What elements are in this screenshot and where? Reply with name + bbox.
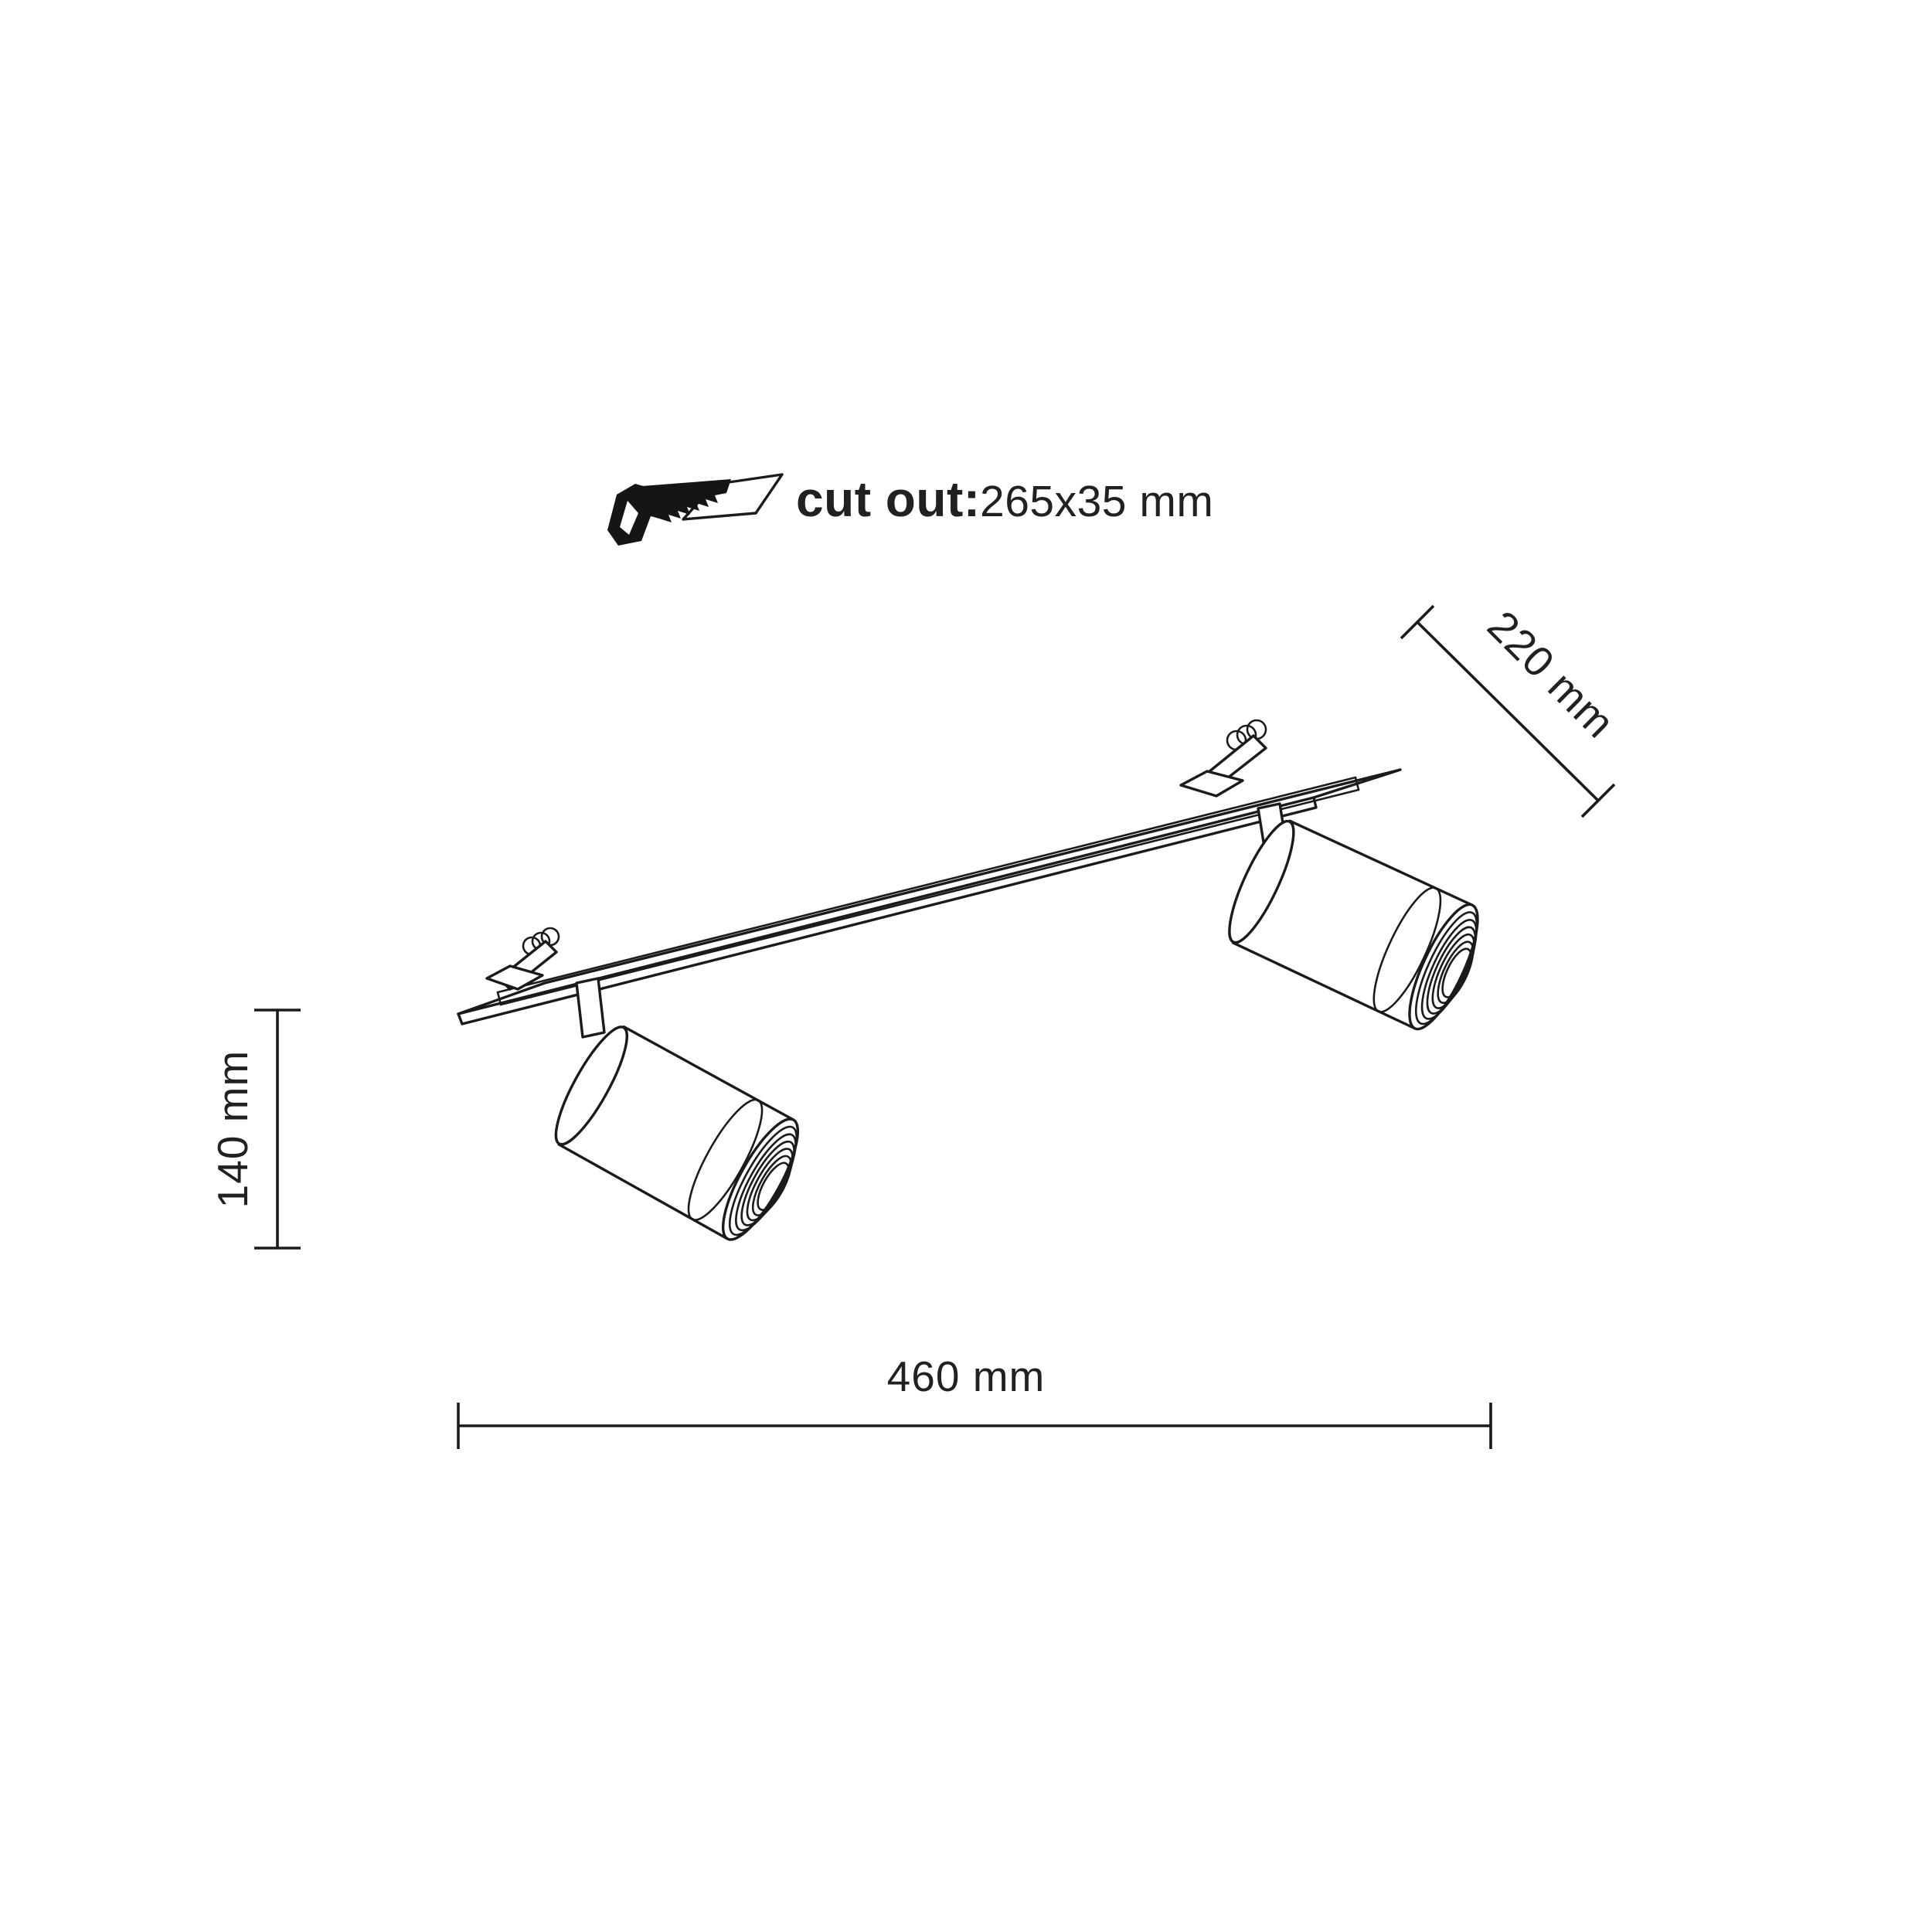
- saw-blade: [632, 479, 731, 522]
- dimension-width: 460 mm: [457, 1352, 1492, 1449]
- front-rib: [1420, 919, 1478, 1020]
- dim-line: [1416, 621, 1600, 802]
- mounting-plate: [457, 768, 1402, 1026]
- front-rib: [1431, 933, 1475, 1009]
- front-rib: [1414, 911, 1478, 1026]
- plate-slot-line-near: [499, 788, 1360, 1006]
- cylinder-body-bottom: [557, 1143, 730, 1240]
- cylinder-body-top: [1288, 819, 1474, 906]
- front-rib: [728, 1125, 798, 1236]
- cut-out-value: 265x35 mm: [980, 477, 1213, 526]
- swivel-post-left: [575, 977, 606, 1039]
- plate-slot-line-far: [496, 776, 1357, 994]
- dim-width-label: 460 mm: [887, 1352, 1046, 1400]
- dimension-height: 140 mm: [209, 1009, 301, 1250]
- dim-height-label: 140 mm: [209, 1050, 257, 1209]
- front-rib: [1441, 947, 1473, 998]
- plate-slot-end-right: [1354, 776, 1360, 791]
- spring-clip-left: [485, 927, 560, 991]
- front-rib: [1437, 940, 1475, 1004]
- dim-tick: [1580, 783, 1616, 818]
- front-rib: [757, 1162, 790, 1211]
- cut-out-label: cut out:: [796, 471, 981, 527]
- spotlight-right: [1228, 819, 1479, 1031]
- clip-foot: [485, 964, 544, 991]
- saw-handle: [607, 484, 651, 546]
- spotlight-left: [554, 1026, 800, 1241]
- plate-top-face: [457, 768, 1402, 1015]
- clip-foot: [1179, 770, 1244, 798]
- cylinder-body-bottom: [1231, 941, 1417, 1030]
- front-rib: [1426, 926, 1477, 1015]
- cylinder-seam-ring: [1372, 886, 1442, 1013]
- dim-tick: [1400, 604, 1435, 640]
- saw-icon: [607, 473, 784, 546]
- plate-slot-end-left: [496, 991, 502, 1006]
- cylinder-body-fill: [1233, 821, 1472, 1028]
- fixture-drawing: [457, 719, 1479, 1241]
- plate-thickness-edge: [457, 796, 1318, 1026]
- cylinder-seam-ring: [687, 1098, 764, 1221]
- spring-clip-right: [1179, 719, 1267, 798]
- dim-depth-label: 220 mm: [1478, 601, 1624, 747]
- cylinder-body-top: [622, 1026, 795, 1121]
- dimension-depth: 220 mm: [1400, 601, 1624, 818]
